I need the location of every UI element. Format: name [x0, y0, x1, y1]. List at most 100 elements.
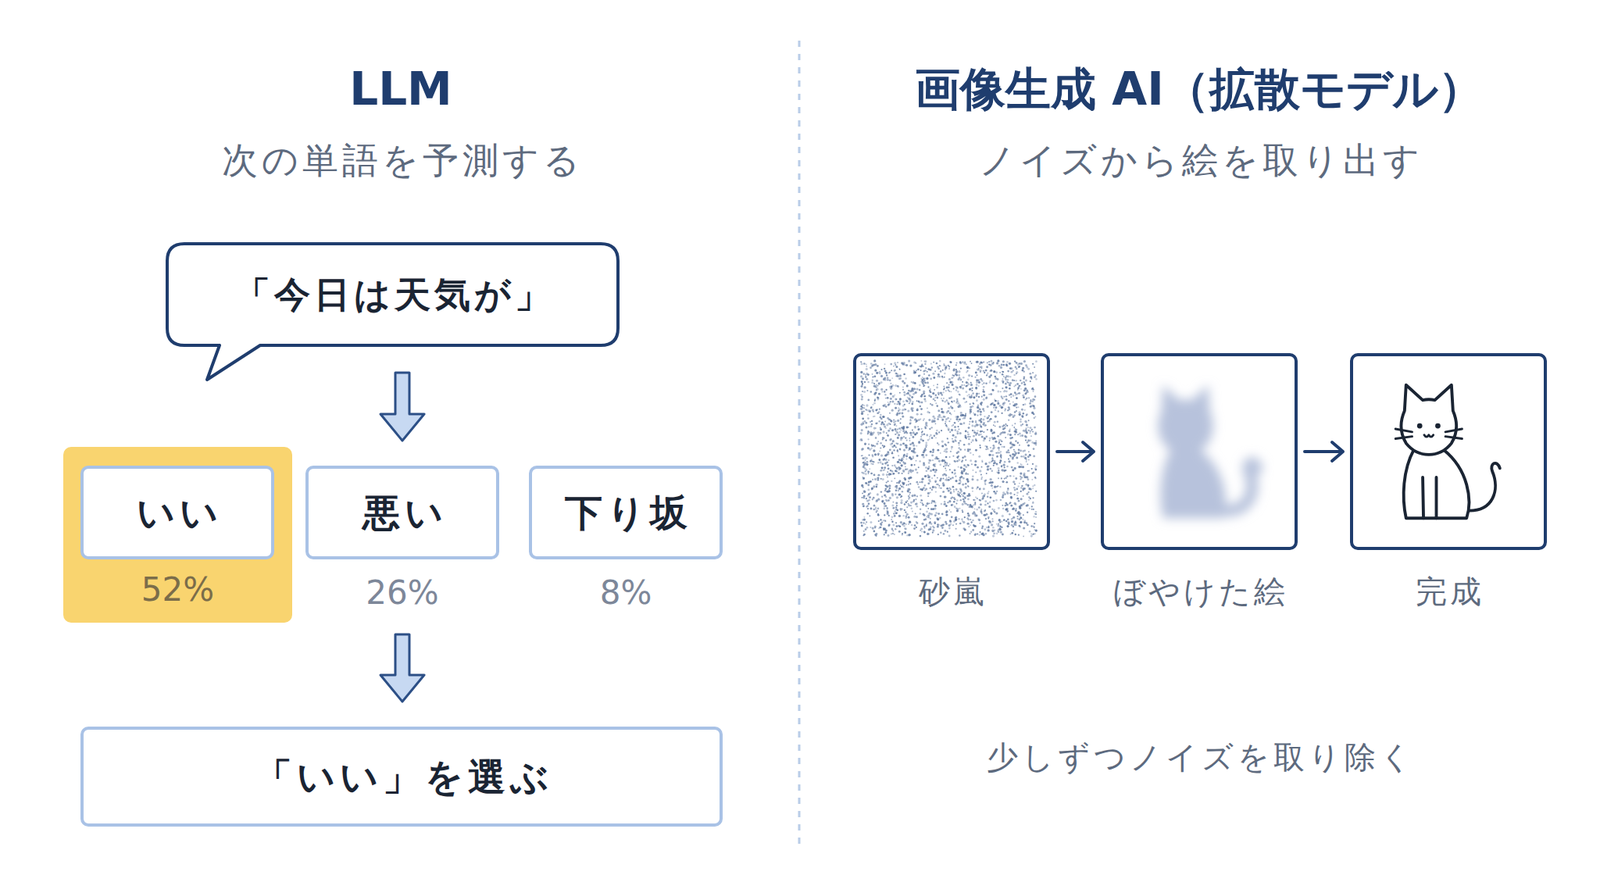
noise-dot — [967, 431, 969, 433]
noise-dot — [903, 522, 905, 525]
noise-dot — [1000, 366, 1003, 369]
noise-dot — [943, 364, 946, 366]
noise-dot — [918, 512, 922, 515]
noise-dot — [961, 509, 964, 511]
noise-dot — [989, 392, 993, 396]
noise-dot — [901, 415, 904, 418]
noise-dot — [942, 473, 945, 476]
noise-dot — [992, 403, 996, 407]
noise-dot — [1035, 431, 1038, 434]
noise-dot — [977, 404, 980, 408]
noise-dot — [1019, 420, 1022, 423]
noise-dot — [1022, 403, 1025, 406]
noise-dot — [955, 440, 958, 443]
noise-dot — [901, 472, 904, 475]
noise-dot — [1004, 382, 1008, 386]
noise-dot — [988, 363, 990, 365]
noise-dot — [881, 391, 883, 393]
noise-dot — [968, 448, 971, 450]
noise-dot — [973, 396, 976, 400]
noise-dot — [947, 478, 950, 482]
noise-dot — [898, 458, 901, 461]
noise-dot — [882, 478, 885, 481]
noise-dot — [953, 505, 957, 508]
noise-dot — [1004, 507, 1008, 511]
noise-dot — [908, 448, 911, 450]
noise-dot — [959, 361, 962, 365]
noise-dot — [976, 486, 979, 489]
noise-dot — [972, 396, 975, 399]
noise-dot — [983, 492, 986, 496]
noise-dot — [1034, 395, 1037, 398]
noise-dot — [971, 429, 974, 432]
noise-dot — [884, 532, 887, 535]
noise-dot — [875, 483, 879, 486]
noise-dot — [860, 362, 863, 365]
noise-dot — [1028, 450, 1030, 453]
noise-dot — [934, 400, 936, 402]
noise-dot — [924, 363, 926, 365]
noise-dot — [878, 526, 882, 529]
noise-dot — [1003, 410, 1006, 412]
noise-dot — [1018, 432, 1022, 436]
noise-dot — [1032, 487, 1034, 490]
noise-dot — [932, 532, 934, 534]
noise-dot — [933, 417, 936, 420]
noise-dot — [945, 522, 947, 525]
noise-dot — [958, 418, 961, 421]
noise-dot — [1017, 451, 1020, 454]
noise-dot — [906, 384, 909, 387]
noise-dot — [867, 381, 870, 384]
noise-dot — [874, 453, 877, 456]
noise-dot — [885, 481, 888, 483]
noise-dot — [975, 449, 978, 452]
noise-dot — [950, 450, 952, 453]
noise-dot — [989, 453, 992, 457]
noise-dot — [887, 429, 890, 433]
noise-dot — [908, 533, 911, 536]
noise-dot — [981, 396, 983, 398]
noise-dot — [901, 380, 904, 383]
noise-dot — [867, 417, 870, 420]
noise-dot — [878, 433, 880, 436]
noise-dot — [882, 528, 886, 531]
noise-dot — [871, 478, 874, 481]
noise-dot — [907, 488, 911, 491]
noise-dot — [959, 448, 961, 450]
noise-dot — [967, 512, 969, 515]
noise-dot — [928, 521, 931, 523]
noise-dot — [995, 371, 998, 374]
noise-dot — [909, 482, 911, 485]
noise-dot — [1031, 428, 1033, 431]
noise-dot — [978, 499, 981, 501]
noise-dot — [877, 431, 880, 434]
noise-dot — [927, 385, 929, 388]
noise-dot — [983, 370, 986, 372]
noise-dot — [934, 457, 936, 460]
noise-dot — [969, 410, 972, 414]
noise-dot — [1019, 379, 1022, 383]
noise-dot — [997, 410, 1000, 412]
noise-dot — [885, 507, 888, 509]
noise-dot — [910, 524, 914, 527]
noise-dot — [881, 467, 884, 470]
noise-dot — [1018, 507, 1022, 510]
noise-dot — [869, 421, 872, 423]
noise-dot — [967, 374, 971, 377]
noise-dot — [918, 400, 922, 404]
noise-dot — [934, 522, 936, 525]
noise-dot — [1004, 436, 1007, 439]
noise-dot — [993, 421, 997, 424]
noise-dot — [1001, 373, 1004, 376]
noise-dot — [986, 495, 989, 497]
noise-dot — [951, 471, 954, 473]
noise-dot — [866, 512, 869, 515]
noise-dot — [893, 533, 896, 536]
noise-dot — [938, 431, 940, 433]
noise-dot — [873, 402, 876, 405]
noise-dot — [872, 508, 875, 511]
noise-dot — [917, 440, 921, 443]
noise-dot — [986, 447, 989, 450]
noise-dot — [997, 531, 1000, 533]
noise-dot — [917, 441, 921, 444]
